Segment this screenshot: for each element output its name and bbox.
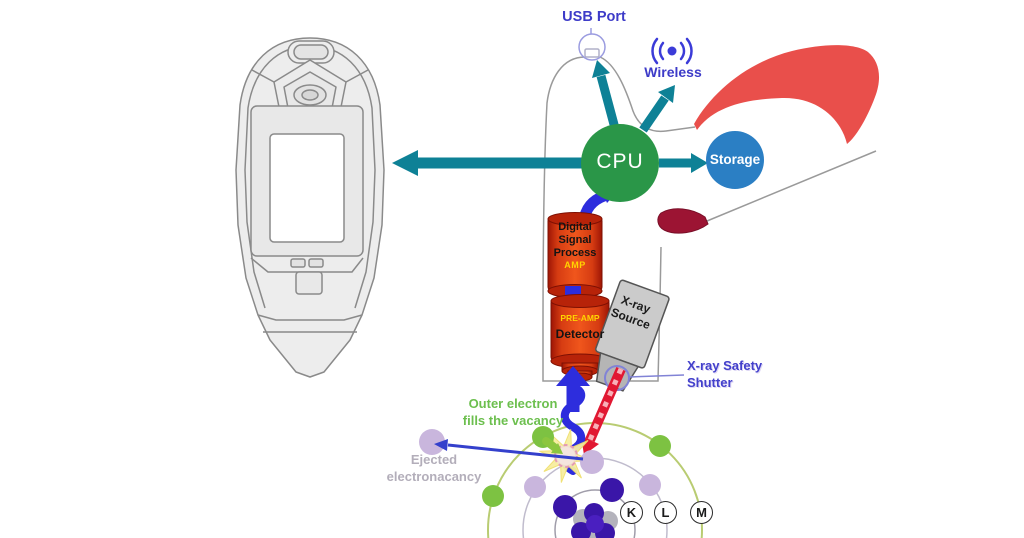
arrow-cpu-to-usb: [592, 60, 621, 134]
arrow-cpu-to-wireless: [639, 85, 675, 133]
electron-l: [524, 476, 546, 498]
arrow-cpu-to-storage: [659, 153, 708, 173]
ejected-electron: [419, 429, 445, 455]
shell-label-k: K: [620, 501, 643, 524]
handheld-device-back-view: [235, 37, 385, 378]
electron-m: [649, 435, 671, 457]
usb-connector-icon: [578, 28, 606, 61]
outer-electron-arrow: [542, 437, 563, 454]
cpu-node: [581, 124, 659, 202]
ejected-electron-arrow: [434, 439, 584, 461]
electron-m: [482, 485, 504, 507]
storage-node: [706, 131, 764, 189]
electron-l: [639, 474, 661, 496]
detector-box: [550, 294, 610, 382]
electron-l: [580, 450, 604, 474]
wireless-icon: [651, 37, 693, 65]
arrow-cpu-to-device: [392, 150, 583, 176]
shell-k-ring: [554, 489, 636, 538]
electron-k: [553, 495, 577, 519]
atom-nucleus: [571, 503, 618, 538]
shell-label-l: L: [654, 501, 677, 524]
electrons: [419, 426, 671, 519]
dsp-box: [547, 212, 603, 298]
xray-beam: [581, 366, 626, 455]
handle-grip: [694, 45, 880, 144]
electron-k: [600, 478, 624, 502]
trigger: [657, 208, 709, 234]
shell-label-m: M: [690, 501, 713, 524]
